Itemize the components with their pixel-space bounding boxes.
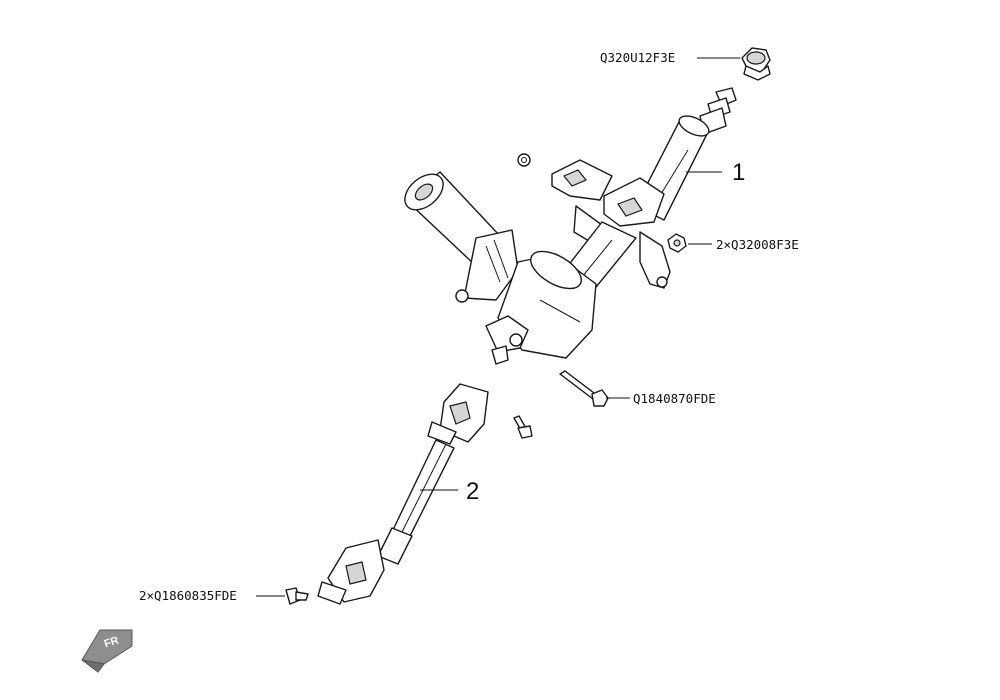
label-left-bolts: 2×Q1860835FDE: [139, 588, 237, 603]
gearbox-housing: [485, 250, 597, 365]
label-part-2: 2: [466, 478, 479, 505]
small-bolt: [513, 415, 533, 439]
steering-column-upper: [551, 87, 737, 293]
right-nut: [667, 233, 687, 253]
front-direction-arrow: FR: [81, 629, 133, 673]
long-bolt: [559, 370, 609, 407]
left-bolt: [285, 587, 309, 605]
eps-motor: [404, 171, 519, 303]
top-nut: [741, 47, 771, 81]
label-long-bolt: Q1840870FDE: [633, 391, 716, 406]
label-part-1: 1: [732, 159, 745, 186]
intermediate-shaft: [317, 383, 489, 605]
label-top-nut: Q320U12F3E: [600, 50, 675, 65]
small-washer: [517, 153, 531, 167]
label-right-nuts: 2×Q32008F3E: [716, 237, 799, 252]
front-direction-label: FR: [103, 635, 121, 651]
